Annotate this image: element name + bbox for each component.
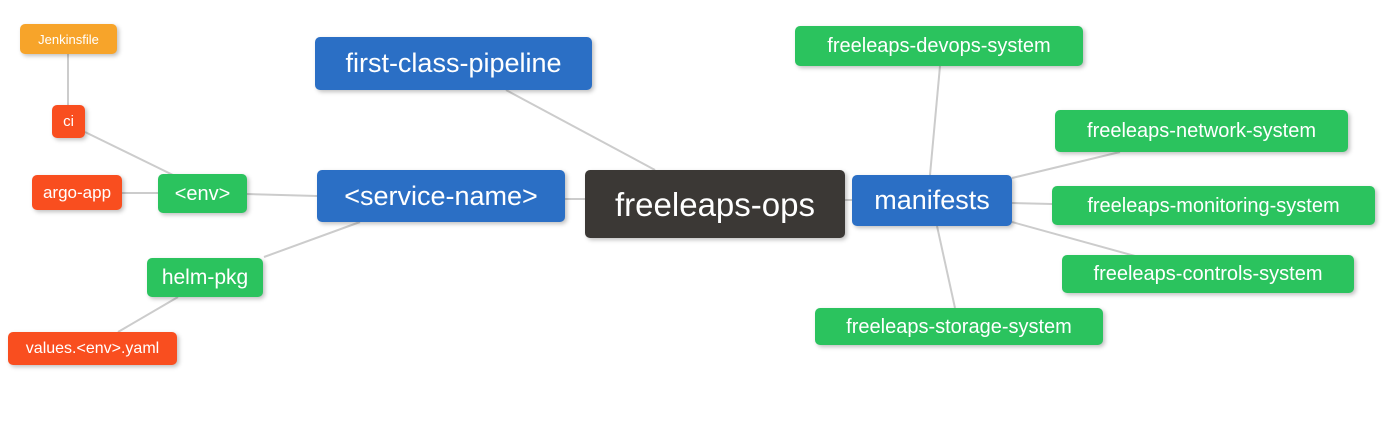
node-network-system[interactable]: freeleaps-network-system <box>1055 110 1348 152</box>
edge-manifests-to-monitoring-system <box>1011 202 1053 205</box>
edge-values-env-yaml-to-helm-pkg <box>117 296 179 333</box>
edge-manifests-to-controls-system <box>1011 221 1136 257</box>
node-monitoring-system[interactable]: freeleaps-monitoring-system <box>1052 186 1375 225</box>
node-jenkinsfile[interactable]: Jenkinsfile <box>20 24 117 54</box>
edge-first-class-pipeline-to-freeleaps-ops <box>505 89 656 171</box>
node-storage-system[interactable]: freeleaps-storage-system <box>815 308 1103 345</box>
node-freeleaps-ops[interactable]: freeleaps-ops <box>585 170 845 238</box>
edge-ci-to-env <box>84 131 176 177</box>
node-ci[interactable]: ci <box>52 105 85 138</box>
node-helm-pkg[interactable]: helm-pkg <box>147 258 263 297</box>
edge-manifests-to-network-system <box>1011 151 1121 179</box>
node-controls-system[interactable]: freeleaps-controls-system <box>1062 255 1354 293</box>
edge-manifests-to-devops-system <box>929 65 941 176</box>
edge-helm-pkg-to-service-name <box>263 221 361 258</box>
node-manifests[interactable]: manifests <box>852 175 1012 226</box>
edge-env-to-service-name <box>246 193 318 197</box>
node-first-class-pipeline[interactable]: first-class-pipeline <box>315 37 592 90</box>
node-devops-system[interactable]: freeleaps-devops-system <box>795 26 1083 66</box>
node-argo-app[interactable]: argo-app <box>32 175 122 210</box>
node-service-name[interactable]: <service-name> <box>317 170 565 222</box>
edge-manifests-to-storage-system <box>936 225 956 309</box>
node-values-env-yaml[interactable]: values.<env>.yaml <box>8 332 177 365</box>
node-env[interactable]: <env> <box>158 174 247 213</box>
